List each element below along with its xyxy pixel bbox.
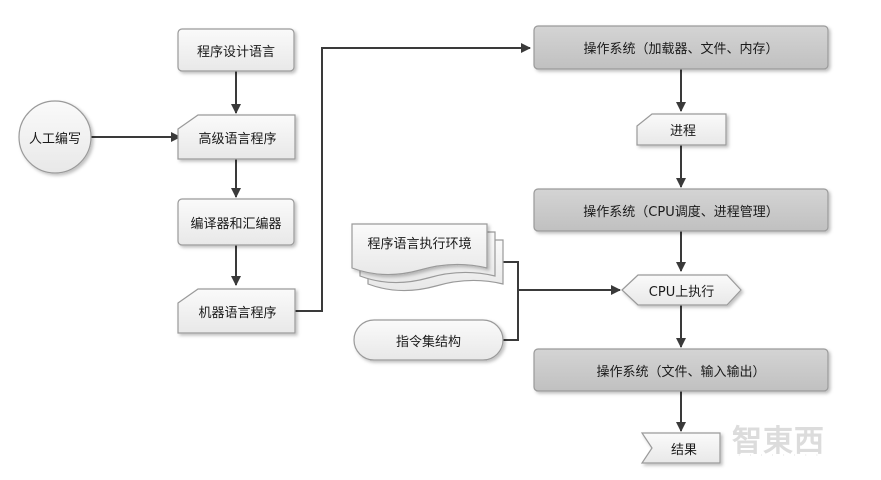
node-isa-box — [353, 319, 504, 361]
node-manual-writing-circle — [18, 100, 92, 174]
node-os-loader-box — [533, 25, 829, 70]
connector-env — [503, 261, 519, 290]
node-os-io-box — [533, 348, 829, 392]
node-result-box — [640, 432, 721, 464]
arrow-machine-to-os-loader — [295, 43, 531, 312]
node-high-level-program-box — [177, 114, 296, 160]
node-programming-language-box — [177, 28, 295, 72]
connector-isa — [503, 290, 519, 341]
node-machine-program-box — [177, 288, 296, 334]
watermark-dots: · · · · · · · · — [738, 451, 822, 460]
node-os-cpu-box — [533, 188, 829, 232]
node-process-box — [636, 113, 727, 146]
node-runtime-env-docs — [351, 223, 504, 292]
node-compiler-assembler-box — [177, 198, 295, 246]
watermark-logo: 智東西 — [732, 424, 825, 459]
node-cpu-exec-box — [621, 274, 742, 306]
